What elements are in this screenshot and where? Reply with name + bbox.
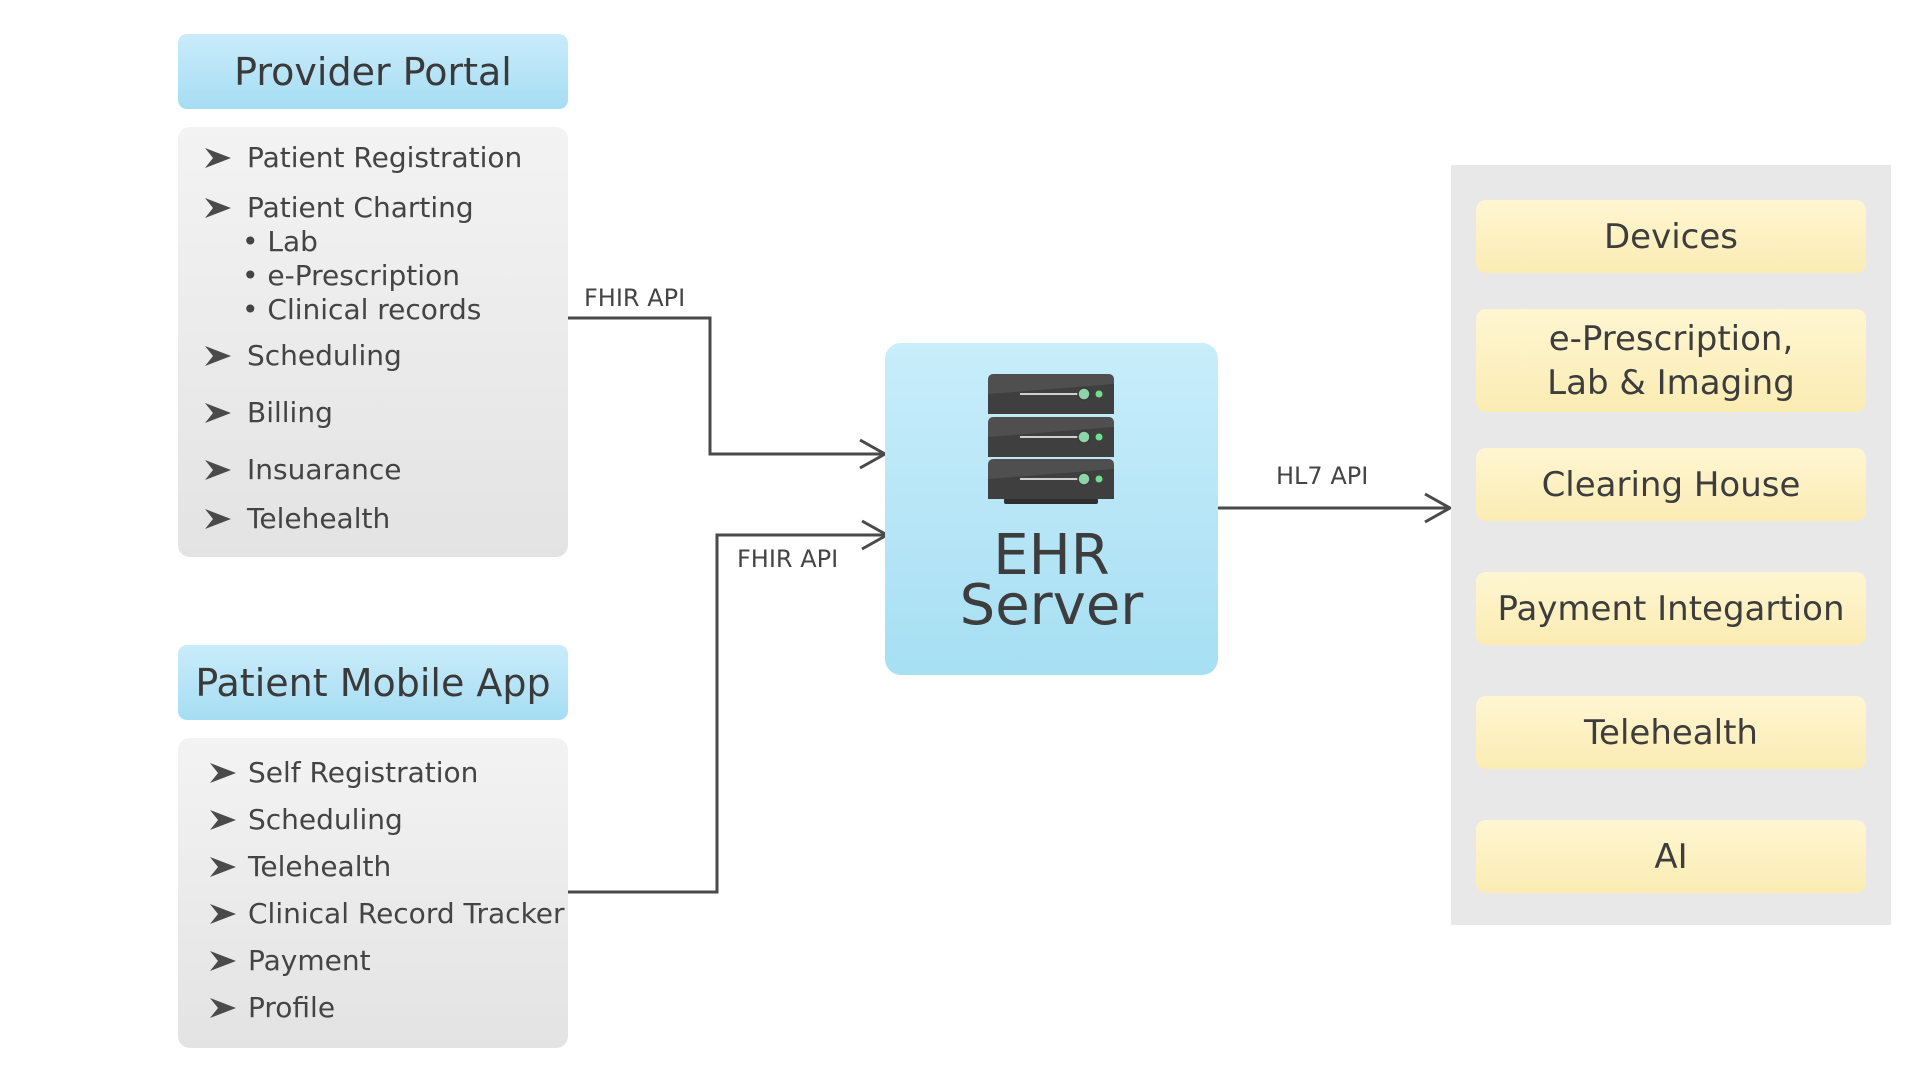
- integration-ai: AI: [1476, 820, 1866, 893]
- server-title-line1: EHR: [993, 523, 1110, 588]
- chevron-right-icon: [208, 808, 238, 832]
- server-title-line2: Server: [959, 573, 1144, 638]
- patient-item-profile: Profile: [208, 991, 335, 1024]
- provider-item-telehealth: Telehealth: [203, 502, 390, 535]
- provider-portal-title: Provider Portal: [234, 49, 512, 94]
- chevron-right-icon: [203, 146, 233, 170]
- patient-item-payment: Payment: [208, 944, 371, 977]
- charting-subitem-lab: • Lab: [242, 225, 318, 258]
- chevron-right-icon: [208, 902, 238, 926]
- charting-subitem-clinical-records: • Clinical records: [242, 293, 482, 326]
- patient-item-clinical-record-tracker: Clinical Record Tracker: [208, 897, 565, 930]
- integration-clearing-house: Clearing House: [1476, 448, 1866, 521]
- patient-app-panel: Self Registration Scheduling Telehealth …: [178, 738, 568, 1048]
- integrations-arrowhead: [1424, 492, 1454, 524]
- provider-item-insurance: Insuarance: [203, 453, 402, 486]
- integration-payment: Payment Integartion: [1476, 572, 1866, 645]
- patient-app-header: Patient Mobile App: [178, 645, 568, 720]
- server-out-api-label: HL7 API: [1276, 462, 1369, 490]
- chevron-right-icon: [208, 996, 238, 1020]
- provider-item-billing: Billing: [203, 396, 333, 429]
- integration-devices: Devices: [1476, 200, 1866, 273]
- charting-subitem-eprescription: • e-Prescription: [242, 259, 460, 292]
- integration-eprescription-lab-imaging: e-Prescription, Lab & Imaging: [1476, 309, 1866, 412]
- provider-portal-header: Provider Portal: [178, 34, 568, 109]
- provider-to-server-connector: [566, 316, 885, 456]
- chevron-right-icon: [203, 507, 233, 531]
- patient-app-title: Patient Mobile App: [195, 660, 551, 705]
- patient-api-label: FHIR API: [737, 545, 839, 573]
- provider-item-patient-charting: Patient Charting: [203, 191, 474, 224]
- patient-to-server-connector: [566, 533, 887, 894]
- provider-portal-panel: Patient Registration Patient Charting • …: [178, 127, 568, 557]
- patient-item-scheduling: Scheduling: [208, 803, 403, 836]
- chevron-right-icon: [208, 949, 238, 973]
- chevron-right-icon: [203, 196, 233, 220]
- chevron-right-icon: [208, 855, 238, 879]
- chevron-right-icon: [203, 401, 233, 425]
- patient-item-self-registration: Self Registration: [208, 756, 478, 789]
- integration-telehealth: Telehealth: [1476, 696, 1866, 769]
- patient-item-telehealth: Telehealth: [208, 850, 391, 883]
- provider-item-patient-registration: Patient Registration: [203, 141, 522, 174]
- chevron-right-icon: [208, 761, 238, 785]
- provider-api-label: FHIR API: [584, 284, 686, 312]
- provider-item-scheduling: Scheduling: [203, 339, 402, 372]
- server-rack-icon: [988, 374, 1114, 504]
- integrations-panel: Devices e-Prescription, Lab & Imaging Cl…: [1451, 165, 1891, 925]
- chevron-right-icon: [203, 344, 233, 368]
- chevron-right-icon: [203, 458, 233, 482]
- ehr-server-box: EHR Server: [885, 343, 1218, 675]
